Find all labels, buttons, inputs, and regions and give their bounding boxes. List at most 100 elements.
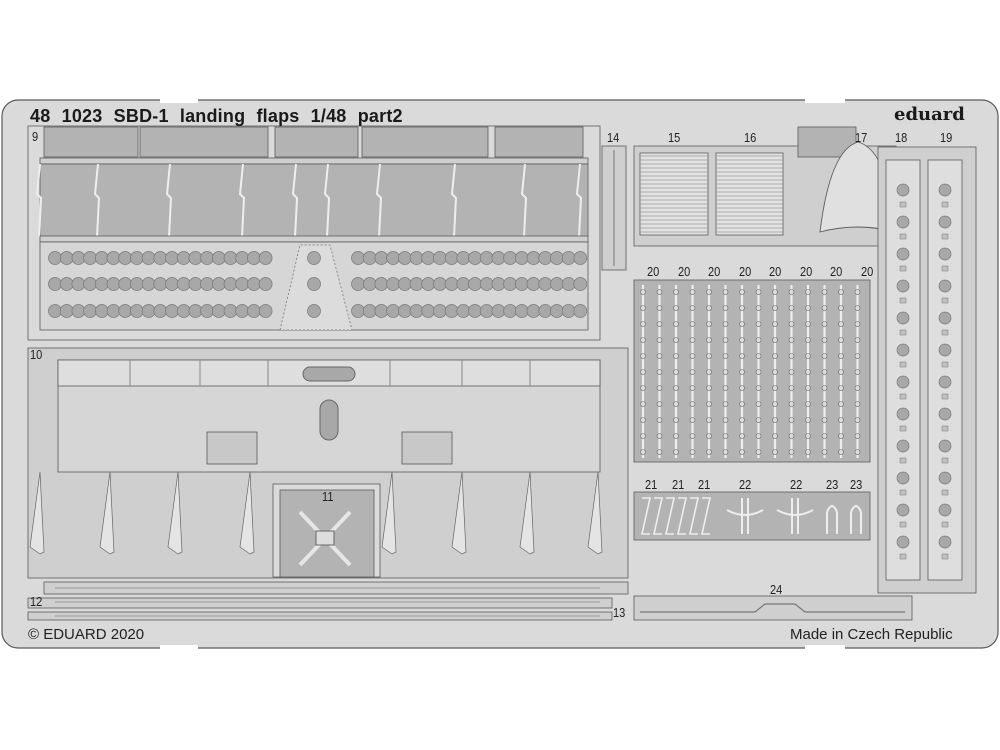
rod-eye	[854, 433, 861, 439]
lightening-hole	[258, 277, 273, 291]
part-label-15: 15	[668, 130, 681, 145]
rod-eye	[640, 449, 646, 455]
rod-eye	[821, 449, 828, 455]
lightening-hole	[247, 304, 261, 318]
strip-hole	[938, 247, 952, 261]
rod-eye	[706, 353, 712, 359]
lightening-hole	[94, 251, 109, 265]
rod-eye	[689, 305, 696, 311]
rod-eye	[838, 449, 844, 455]
lightening-hole	[374, 277, 389, 291]
lightening-hole	[176, 251, 191, 265]
rod-eye	[722, 369, 729, 375]
strip-hole	[938, 535, 952, 549]
part-9-top-panel	[274, 126, 359, 158]
rod-eye	[706, 289, 712, 295]
rod-eye	[854, 369, 861, 375]
rod-eye	[838, 417, 844, 423]
part-10-flap-rib	[239, 471, 255, 555]
rod-eye	[805, 289, 811, 295]
lightening-hole	[386, 277, 400, 291]
lightening-hole	[188, 277, 203, 291]
rod-eye	[656, 417, 663, 423]
rod-eye	[722, 449, 729, 455]
rod-eye	[656, 289, 663, 295]
strip-hole	[896, 247, 910, 261]
rod-eye	[821, 353, 828, 359]
lightening-hole	[307, 251, 321, 265]
rod-eye	[838, 433, 844, 439]
lightening-hole	[71, 277, 86, 291]
strip-slot	[899, 457, 907, 464]
part-label-21: 21	[698, 477, 711, 492]
part-label-22: 22	[739, 477, 752, 492]
lightening-hole	[468, 277, 482, 291]
part-label-17: 17	[855, 130, 868, 145]
lightening-hole	[130, 251, 144, 265]
part-10-flap-rib	[381, 471, 397, 555]
rod-eye	[854, 385, 861, 391]
part-label-10: 10	[30, 347, 43, 362]
lightening-hole	[176, 277, 191, 291]
lightening-hole	[397, 304, 412, 318]
rod-eye	[772, 305, 778, 311]
rod-eye	[656, 353, 663, 359]
lightening-hole	[83, 277, 97, 291]
rod-eye	[772, 321, 778, 327]
part-9-hinge-bar	[39, 157, 589, 165]
part-label-20: 20	[647, 264, 660, 279]
rod-eye	[640, 433, 646, 439]
rod-eye	[854, 321, 861, 327]
lightening-hole	[491, 251, 506, 265]
strip-hole	[896, 471, 910, 485]
rod-eye	[838, 369, 844, 375]
lightening-hole	[351, 304, 365, 318]
lightening-hole	[211, 277, 226, 291]
rod-eye	[739, 353, 745, 359]
rod-eye	[838, 305, 844, 311]
strip-slot	[941, 521, 949, 528]
rod-eye	[805, 305, 811, 311]
lightening-hole	[247, 251, 261, 265]
strip-hole	[896, 183, 910, 197]
rod-eye	[821, 305, 828, 311]
rod-eye	[656, 321, 663, 327]
strip-hole	[938, 439, 952, 453]
rod-eye	[640, 385, 646, 391]
strip-hole	[896, 311, 910, 325]
lightening-hole	[550, 277, 564, 291]
lightening-hole	[223, 304, 238, 318]
rod-eye	[739, 289, 745, 295]
lightening-hole	[421, 251, 436, 265]
rod-eye	[706, 401, 712, 407]
lightening-hole	[211, 304, 226, 318]
rod-eye	[640, 337, 646, 343]
lightening-hole	[561, 277, 576, 291]
rod-eye	[772, 369, 778, 375]
part-label-20: 20	[830, 264, 843, 279]
part-9-rib	[450, 163, 458, 238]
strip-hole	[938, 183, 952, 197]
rod-eye	[821, 337, 828, 343]
part-9-rib	[520, 163, 528, 238]
rod-eye	[838, 337, 844, 343]
lightening-hole	[247, 277, 261, 291]
lightening-hole	[165, 304, 179, 318]
part-9-top-panel	[361, 126, 489, 158]
lightening-hole	[491, 277, 506, 291]
strip-hole	[896, 375, 910, 389]
rod-eye	[673, 337, 679, 343]
lightening-hole	[503, 304, 517, 318]
rod-eye	[755, 369, 762, 375]
lightening-hole	[397, 251, 412, 265]
part-22-yoke	[726, 498, 764, 534]
strip-slot	[941, 297, 949, 304]
part-24-frame	[633, 595, 913, 621]
rod-eye	[838, 321, 844, 327]
lightening-hole	[118, 277, 133, 291]
part-9-rib	[238, 163, 246, 238]
rod-eye	[722, 417, 729, 423]
rod-eye	[772, 353, 778, 359]
lightening-hole	[573, 304, 588, 318]
part-10-flap-rib	[451, 471, 467, 555]
